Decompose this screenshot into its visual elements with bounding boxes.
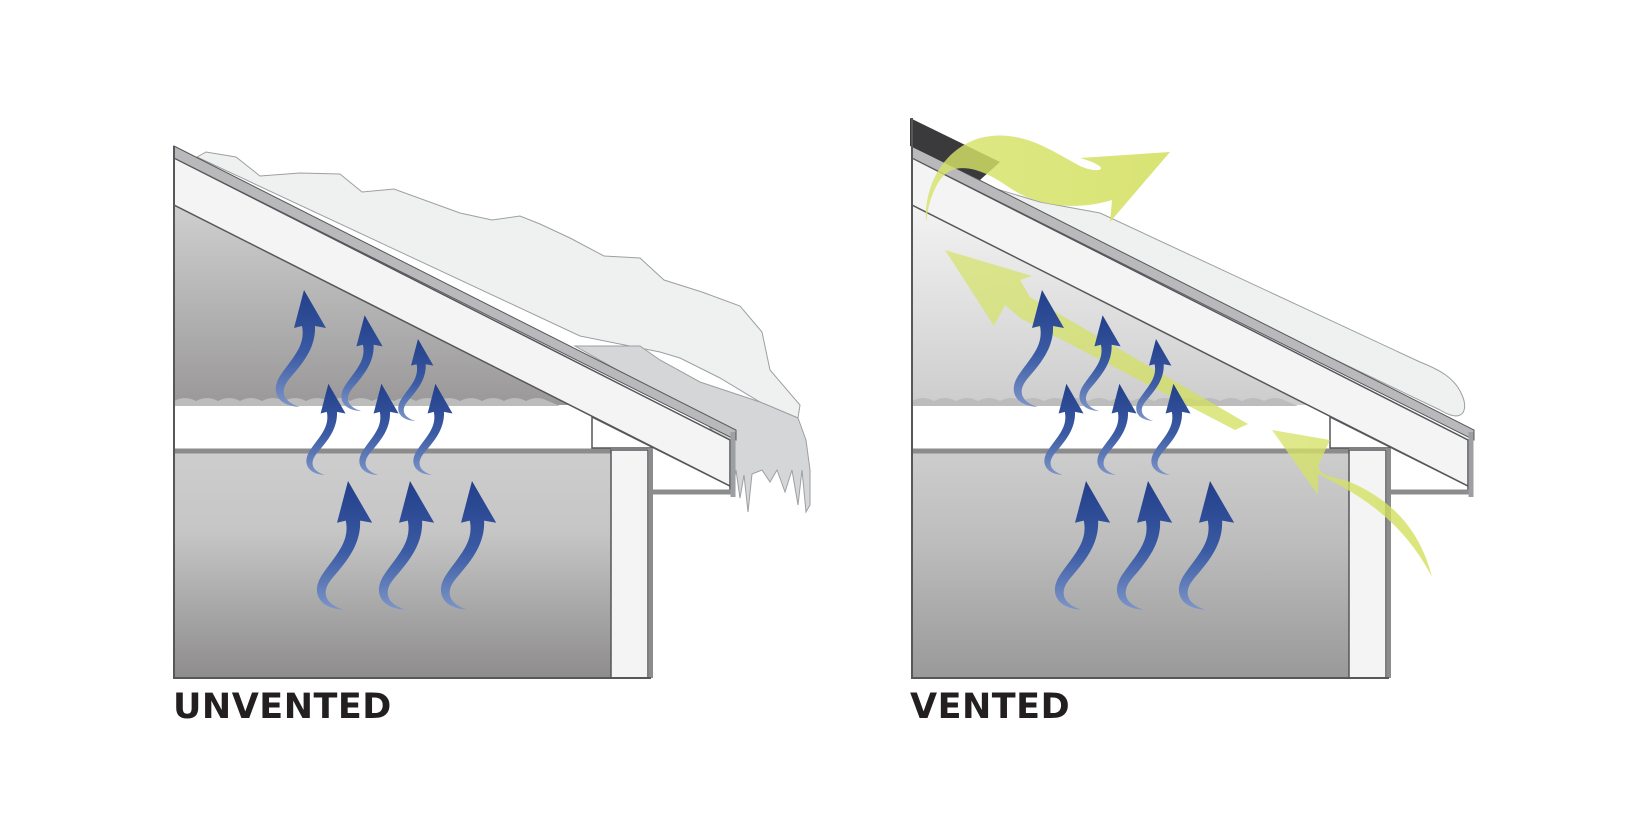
exterior-wall xyxy=(610,449,649,679)
attic-insulation xyxy=(174,398,560,406)
unvented-label: UNVENTED xyxy=(173,687,392,727)
snow-pile xyxy=(195,151,801,419)
vented-label: VENTED xyxy=(910,687,1071,727)
unvented-panel xyxy=(173,145,811,679)
building-outline xyxy=(173,146,651,679)
building-outline xyxy=(911,118,1389,679)
vented-panel xyxy=(910,118,1475,679)
airflow-intake-arrow-icon xyxy=(1272,430,1432,577)
exterior-wall xyxy=(1348,449,1387,679)
airflow-exhaust-arrow-icon xyxy=(925,135,1170,222)
